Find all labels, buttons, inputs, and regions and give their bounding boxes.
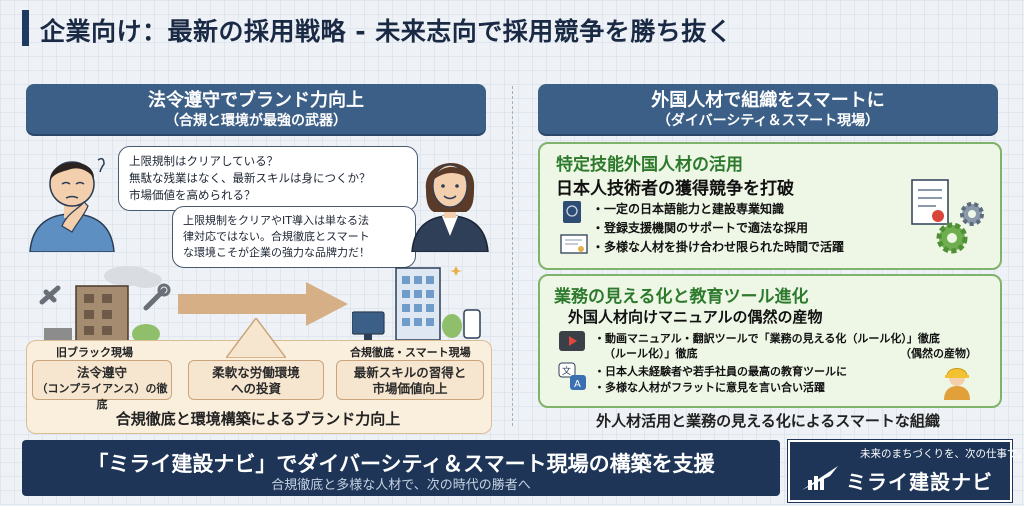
svg-text:A: A — [574, 379, 581, 390]
new-site-label: 合規徹底・スマート現場 — [350, 346, 471, 359]
right-caption: 外人材活用と業務の見える化によるスマートな組織 — [596, 412, 940, 430]
old-site-illustration — [36, 262, 176, 346]
concern-line-3: 市場価値を高められる？ — [129, 188, 256, 202]
left-caption: 合規徹底と環境構築によるブランド力向上 — [115, 410, 401, 428]
cta-banner-sub: 合規徹底と多様な人材で、次の時代の勝者へ — [271, 478, 531, 493]
cta-banner — [22, 440, 780, 496]
visualization-tools-panel — [538, 274, 1002, 408]
cta-banner-main: 「ミライ建設ナビ」でダイバーシティ＆スマート現場の構築を支援 — [87, 452, 715, 476]
panel1-title: 特定技能外国人材の活用 — [556, 155, 743, 175]
certificate-icon — [560, 232, 588, 256]
answer-line-3: な環境こそが企業の強力な品牌力だ！ — [183, 246, 370, 259]
worker-concern-bubble: 上限規制はクリアしている？ 無駄な残業はなく、最新スキルは身につくか？ 市場価値… — [118, 146, 418, 211]
factor-skills-line1: 最新スキルの習得と — [353, 365, 467, 380]
worried-worker-illustration — [22, 148, 122, 253]
panel1-bullet-2: ・登録支援機関のサポートで適法な採用 — [592, 221, 809, 235]
title-accent-bar — [22, 10, 29, 46]
right-header-title: 外国人材で組織をスマートに — [651, 90, 885, 111]
section-divider — [512, 86, 513, 426]
factor-compliance-line1: 法令遵守 — [76, 365, 127, 380]
left-header-subtitle: （合規と環境が最強の武器） — [165, 113, 347, 129]
panel2-subtitle: 外国人材向けマニュアルの偶然の産物 — [568, 308, 823, 326]
factor-flexible-line2: への投資 — [230, 381, 281, 396]
right-section-header: 外国人材で組織をスマートに （ダイバーシティ＆スマート現場） — [538, 84, 998, 134]
left-section-header: 法令遵守でブランド力向上 （合規と環境が最強の武器） — [26, 84, 486, 134]
svg-text:文: 文 — [562, 365, 571, 377]
logo-tagline: 未来のまちづくりを、次の仕事で。 — [860, 448, 1024, 460]
factor-box-compliance: 法令遵守 （コンプライアンス）の徹底 — [32, 360, 172, 411]
panel2-bullet-1-cont: （ルール化）」徹底 — [604, 347, 698, 360]
panel2-bullet-2: ・日本人未経験者や若手社員の最高の教育ツールに — [594, 365, 847, 378]
factor-compliance-line2: （コンプライアンス）の徹底 — [36, 382, 168, 411]
concern-line-2: 無駄な残業はなく、最新スキルは身につくか？ — [129, 171, 371, 185]
logo-mark-icon — [800, 462, 844, 492]
panel2-title: 業務の見える化と教育ツール進化 — [554, 287, 809, 307]
factor-flexible-line1: 柔軟な労働環境 — [212, 365, 300, 380]
logo-name: ミライ建設ナビ — [846, 470, 993, 494]
page-title: 企業向け：最新の採用戦略 - 未来志向で採用競争を勝ち抜く — [40, 17, 733, 46]
construction-worker-icon — [940, 362, 974, 400]
panel2-bullet-1: ・動画マニュアル・翻訳ツールで「業務の見える化（ルール化）」徹底 — [594, 332, 940, 345]
right-header-subtitle: （ダイバーシティ＆スマート現場） — [656, 113, 880, 129]
panel1-bullet-1: ・一定の日本語能力と建設専業知識 — [592, 202, 785, 216]
old-site-label: 旧ブラック現場 — [56, 346, 133, 359]
answer-line-1: 上限規制をクリアやIT導入は単なる法 — [183, 214, 369, 227]
panel1-bullet-3: ・多様な人材を掛け合わせ限られた時間で活躍 — [592, 240, 845, 254]
mirai-logo[interactable] — [788, 440, 1012, 502]
passport-icon — [560, 200, 584, 224]
pointer-triangle — [224, 316, 288, 359]
left-header-title: 法令遵守でブランド力向上 — [148, 90, 364, 111]
answer-line-2: 律対応ではない。合規徹底とスマート — [183, 230, 370, 243]
factor-box-skills: 最新スキルの習得と 市場価値向上 — [336, 360, 484, 400]
factor-box-flexible-work: 柔軟な労働環境 への投資 — [188, 360, 324, 400]
video-manual-icon — [558, 330, 586, 352]
concern-line-1: 上限規制はクリアしている？ — [129, 154, 279, 168]
panel2-bullet-3: ・多様な人材がフラットに意見を言い合い活躍 — [594, 381, 825, 394]
manager-answer-bubble: 上限規制をクリアやIT導入は単なる法 律対応ではない。合規徹底とスマート な環境… — [172, 206, 416, 268]
smart-site-illustration — [351, 260, 482, 344]
factor-skills-line2: 市場価値向上 — [372, 381, 448, 396]
transition-arrow — [178, 282, 348, 326]
document-gear-icon — [908, 176, 992, 256]
panel2-bullet-1-note: （偶然の産物） — [900, 347, 977, 360]
panel1-subtitle: 日本人技術者の獲得競争を打破 — [556, 179, 794, 199]
businesswoman-illustration — [408, 146, 492, 253]
